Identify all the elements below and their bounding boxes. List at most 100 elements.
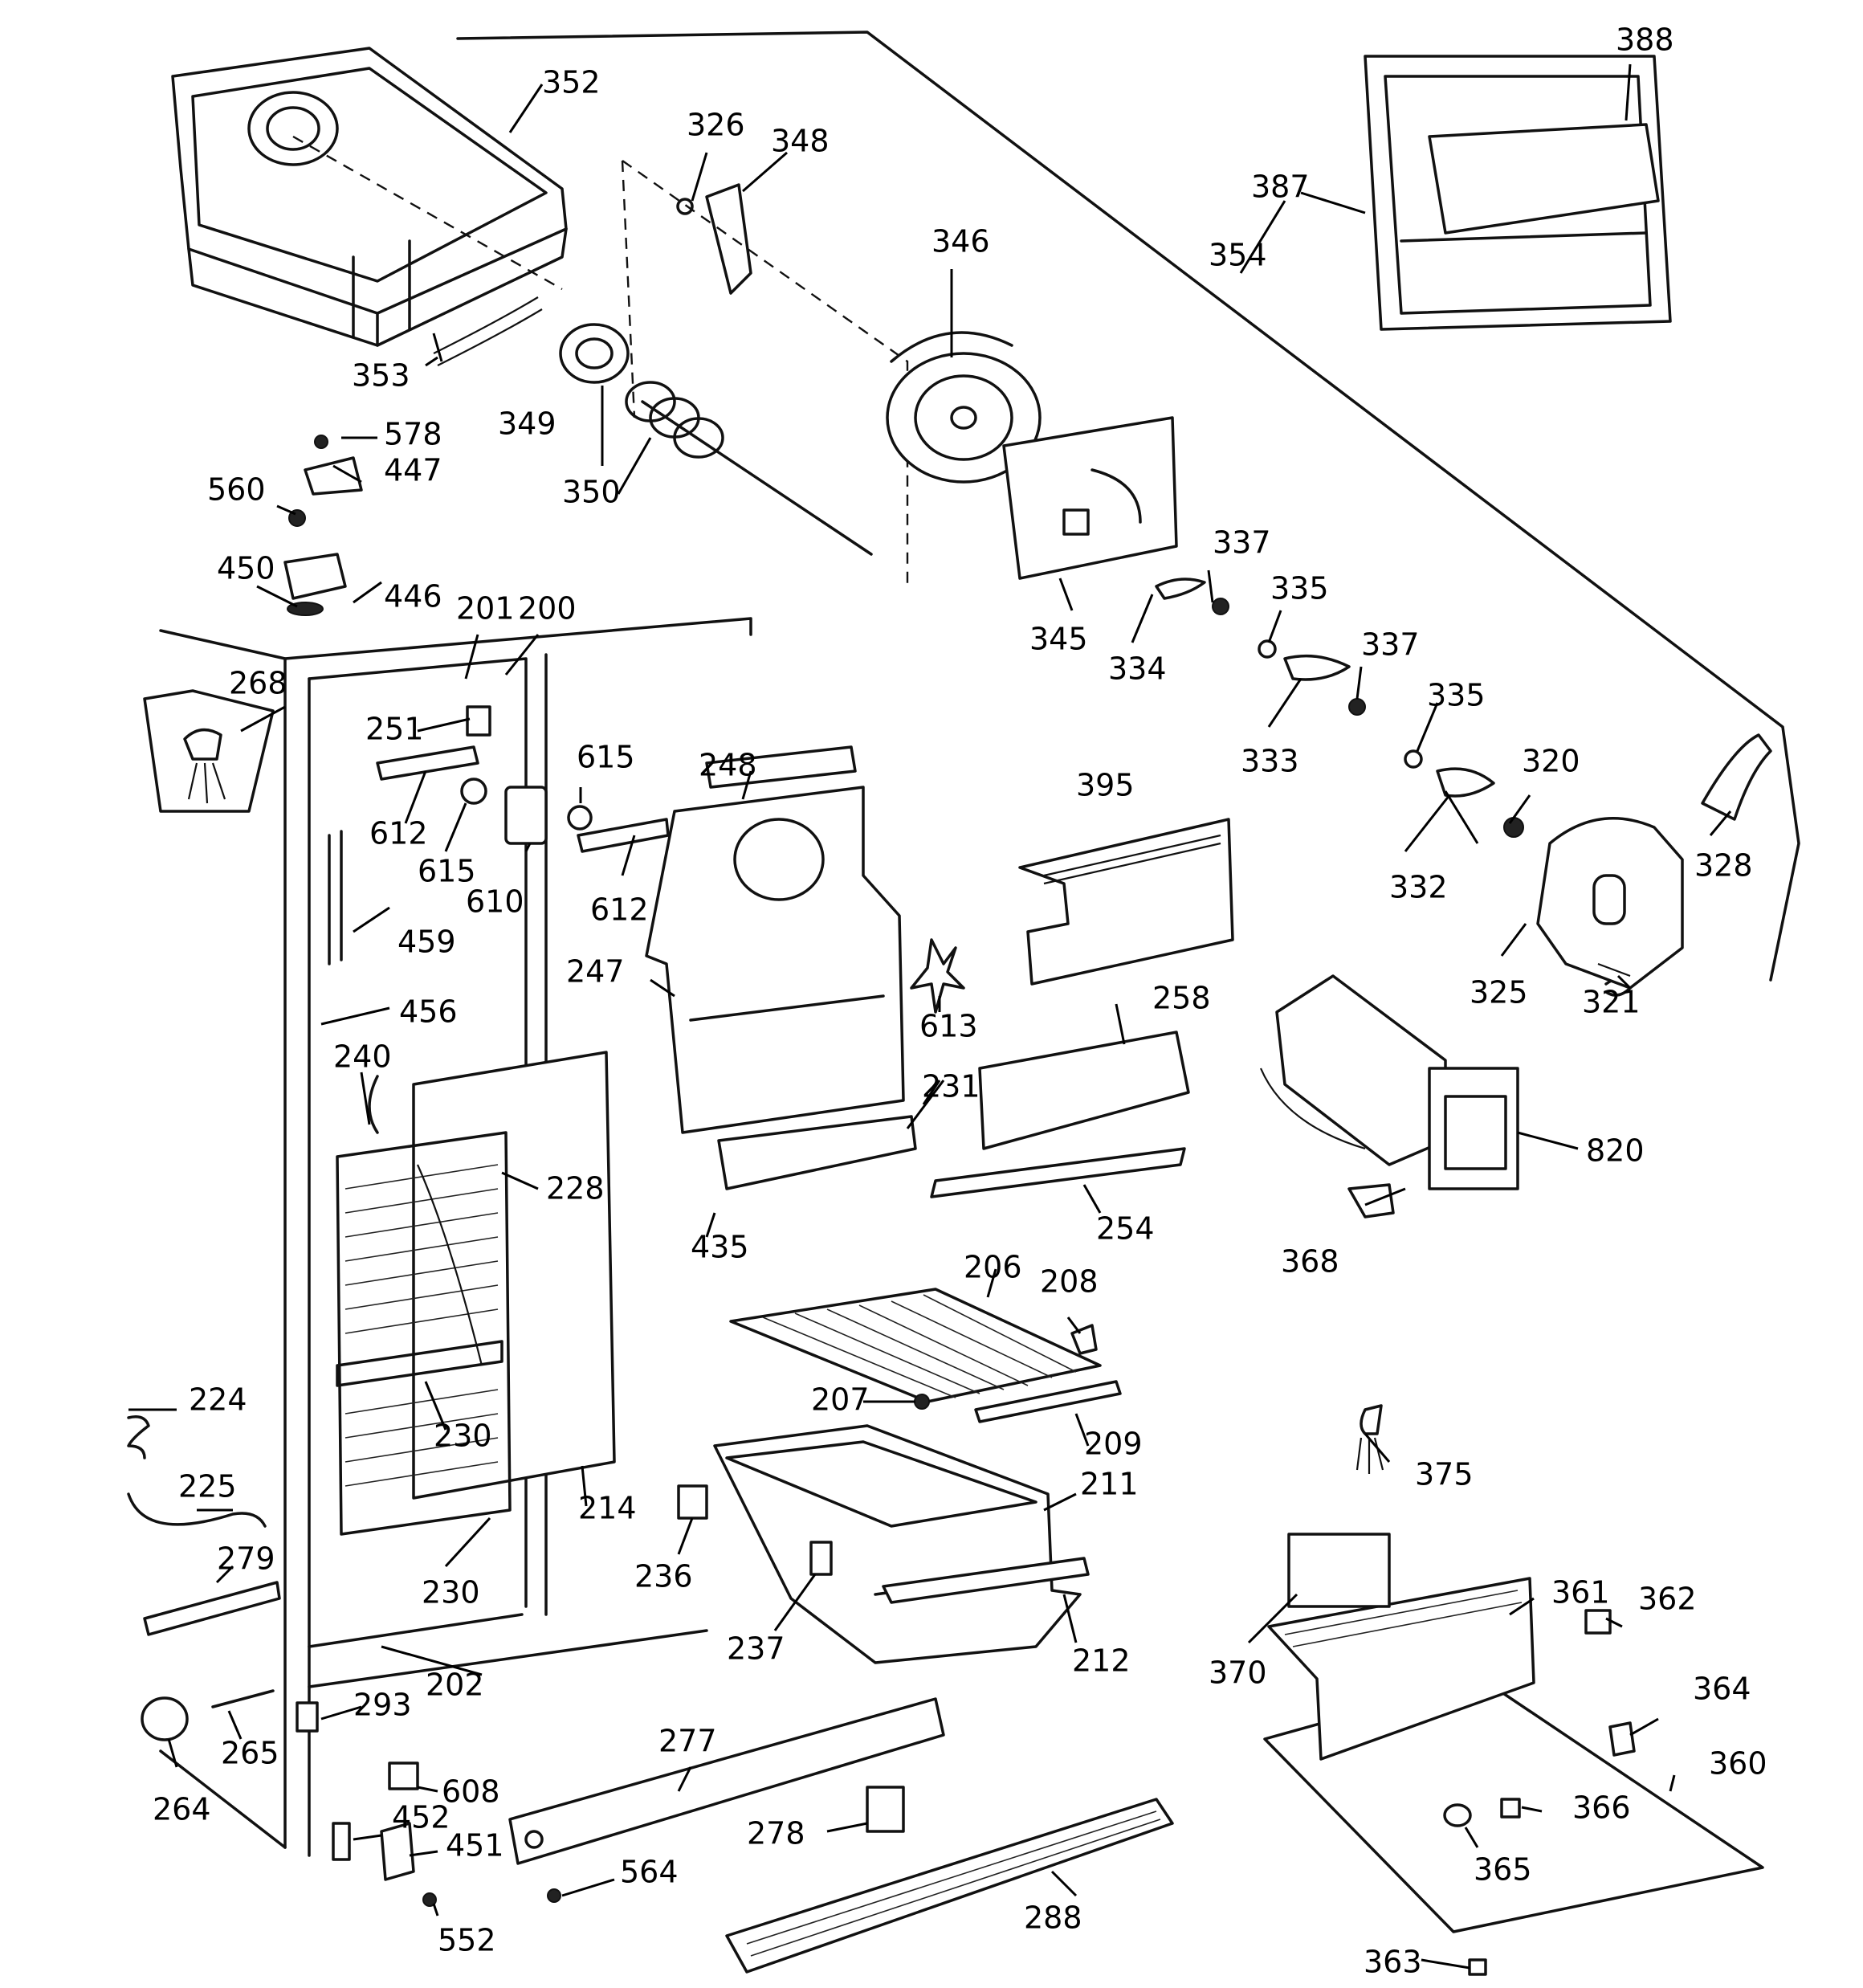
label-228: 228	[546, 1171, 605, 1206]
label-446: 446	[384, 579, 442, 614]
label-564: 564	[620, 1855, 679, 1890]
cabinet-outline-354	[456, 31, 1800, 982]
label-366: 366	[1572, 1790, 1631, 1826]
label-615-right: 615	[577, 740, 635, 775]
label-230-lower: 230	[422, 1575, 480, 1610]
label-375: 375	[1415, 1457, 1474, 1492]
part-labels: 200 201 202 206 207 208 209 211 212 214 …	[153, 22, 1767, 1980]
label-240: 240	[333, 1039, 392, 1075]
label-278: 278	[747, 1816, 805, 1851]
label-206: 206	[964, 1250, 1022, 1285]
hinge-hardware-drawing	[283, 435, 363, 616]
label-459: 459	[397, 925, 456, 960]
label-365: 365	[1474, 1852, 1532, 1888]
label-293: 293	[353, 1688, 412, 1723]
label-251: 251	[365, 712, 424, 747]
label-201: 201	[456, 591, 515, 627]
label-326: 326	[687, 108, 745, 143]
label-207: 207	[811, 1382, 870, 1418]
label-345: 345	[1029, 622, 1088, 657]
label-332: 332	[1389, 870, 1448, 905]
label-268: 268	[229, 666, 287, 701]
label-346: 346	[932, 224, 990, 259]
ice-maker-module-drawing	[1536, 817, 1684, 990]
auger-assembly-drawing	[559, 160, 909, 586]
machine-compartment-drawing	[1263, 1404, 1764, 1976]
bottom-rail-drawing	[508, 1697, 1174, 1974]
label-225: 225	[178, 1469, 237, 1504]
label-236: 236	[634, 1559, 693, 1594]
label-208: 208	[1040, 1264, 1099, 1300]
label-328: 328	[1694, 848, 1753, 884]
ice-bucket-drawing	[171, 47, 568, 366]
leader-lines	[128, 63, 1732, 1970]
label-364: 364	[1693, 1672, 1751, 1707]
label-335-lower: 335	[1427, 678, 1486, 713]
label-363: 363	[1364, 1945, 1422, 1980]
label-350: 350	[562, 475, 621, 510]
cover-panels-drawing	[930, 818, 1234, 1198]
label-387: 387	[1251, 169, 1310, 205]
crisper-pan-drawing	[677, 1424, 1090, 1664]
label-456: 456	[399, 994, 458, 1030]
label-337-lower: 337	[1361, 627, 1420, 663]
fan-shroud-drawing	[645, 745, 965, 1190]
label-230-upper: 230	[434, 1419, 492, 1454]
label-248: 248	[699, 748, 757, 783]
label-279: 279	[217, 1541, 275, 1577]
label-265: 265	[221, 1736, 279, 1771]
label-608: 608	[442, 1774, 500, 1810]
label-613: 613	[919, 1009, 978, 1044]
wire-shelf-drawing	[729, 1288, 1122, 1423]
label-264: 264	[153, 1792, 211, 1827]
label-320: 320	[1522, 744, 1580, 779]
label-612-right: 612	[590, 892, 649, 928]
label-610: 610	[466, 884, 524, 920]
label-325: 325	[1470, 975, 1528, 1010]
label-578: 578	[384, 417, 442, 452]
label-337-upper: 337	[1213, 525, 1271, 561]
label-209: 209	[1084, 1427, 1143, 1462]
label-370: 370	[1209, 1655, 1267, 1691]
label-237: 237	[727, 1631, 785, 1667]
label-820: 820	[1586, 1133, 1645, 1169]
label-258: 258	[1152, 981, 1211, 1016]
label-214: 214	[578, 1491, 637, 1526]
label-447: 447	[384, 453, 442, 488]
bottom-hardware-drawing	[296, 1701, 437, 1907]
label-247: 247	[566, 954, 625, 990]
label-615-left: 615	[418, 854, 476, 889]
label-560: 560	[207, 472, 266, 508]
label-452: 452	[392, 1800, 450, 1835]
label-348: 348	[771, 124, 830, 159]
label-212: 212	[1072, 1643, 1131, 1679]
label-352: 352	[542, 65, 601, 100]
label-612-left: 612	[369, 816, 428, 851]
label-211: 211	[1080, 1467, 1139, 1502]
label-450: 450	[217, 551, 275, 586]
label-200: 200	[518, 591, 577, 627]
label-335-upper: 335	[1270, 571, 1329, 606]
label-395: 395	[1076, 768, 1135, 803]
label-388: 388	[1616, 22, 1674, 58]
label-349: 349	[498, 406, 556, 442]
label-333: 333	[1241, 744, 1299, 779]
label-288: 288	[1024, 1900, 1082, 1936]
label-360: 360	[1709, 1746, 1767, 1782]
label-552: 552	[438, 1923, 496, 1958]
label-321: 321	[1582, 985, 1641, 1020]
label-254: 254	[1096, 1211, 1155, 1247]
fan-motor-drawing	[376, 705, 670, 853]
label-224: 224	[189, 1382, 247, 1418]
label-202: 202	[426, 1668, 484, 1703]
label-368: 368	[1281, 1244, 1339, 1280]
label-231: 231	[922, 1069, 980, 1104]
auger-motor-drawing	[886, 331, 1178, 580]
left-side-parts-drawing	[127, 689, 281, 1741]
label-435: 435	[691, 1230, 749, 1265]
dispenser-door-drawing	[1364, 55, 1672, 331]
evaporator-drawing	[336, 1051, 616, 1536]
bracket-328-drawing	[1701, 733, 1772, 821]
label-451: 451	[446, 1828, 504, 1863]
